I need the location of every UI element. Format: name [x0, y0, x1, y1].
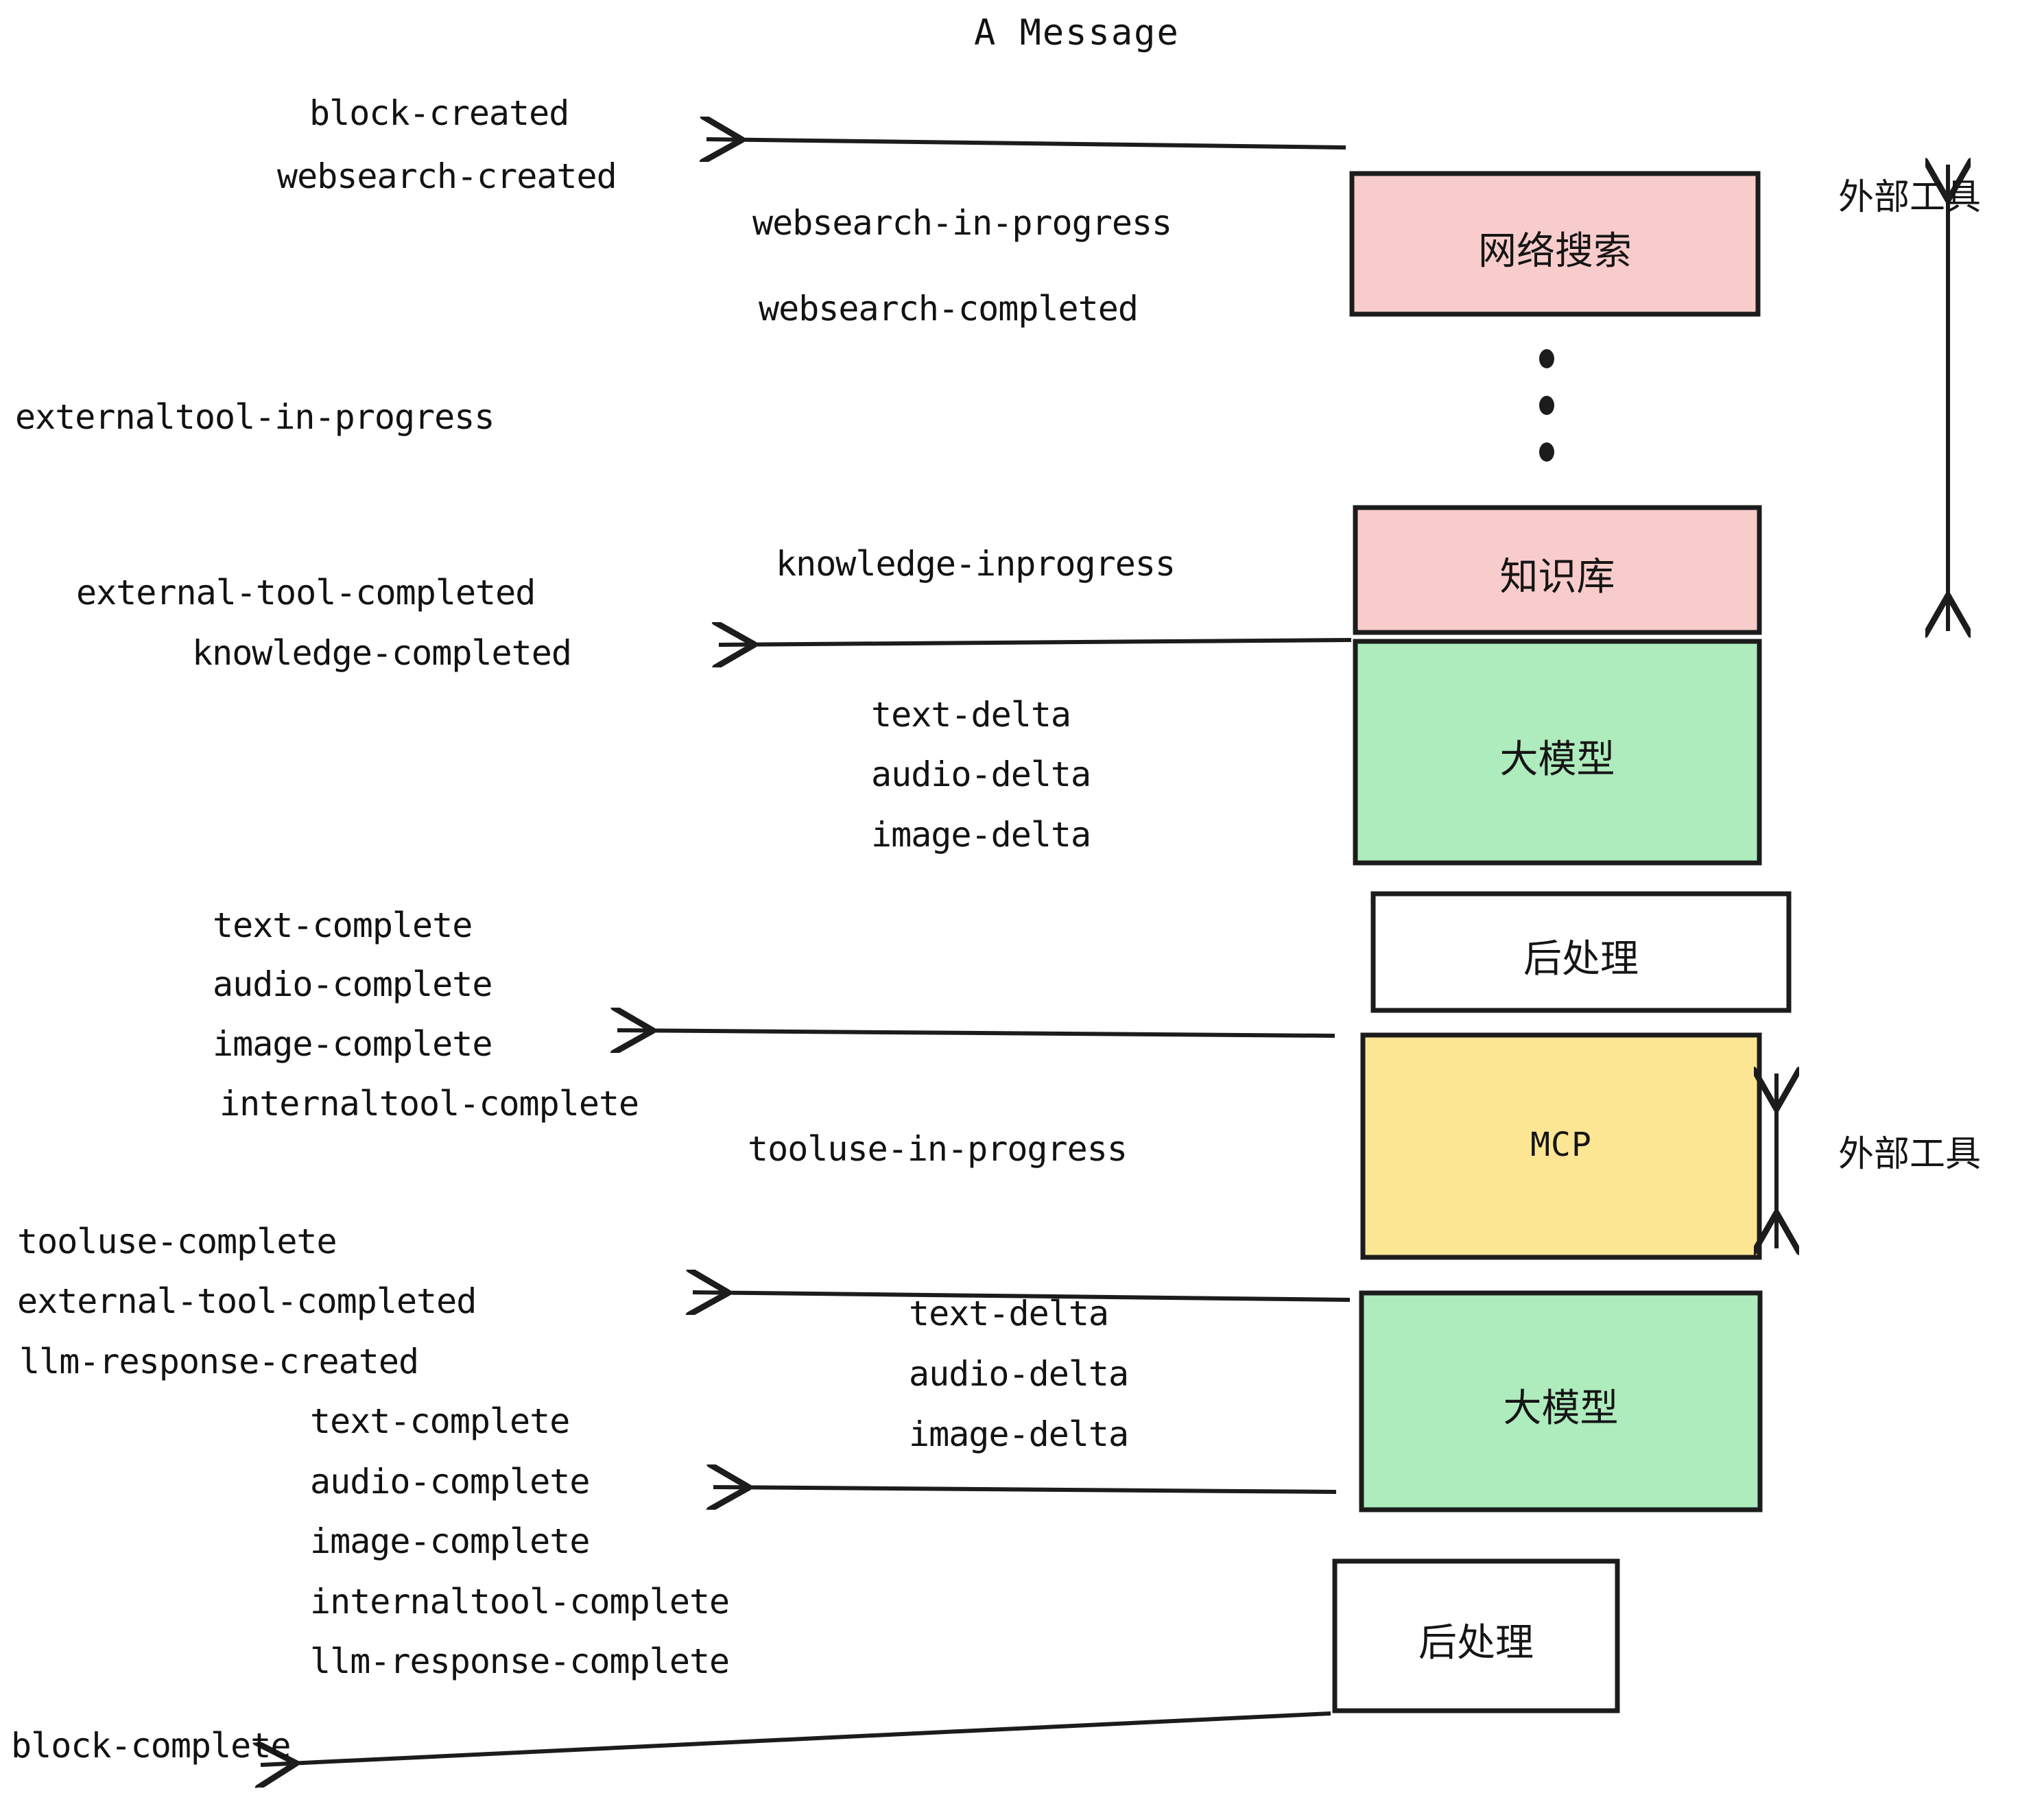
event-label-text-delta-2: text-delta	[909, 1294, 1109, 1333]
node-label-postprocess-bot: 后处理	[1418, 1621, 1534, 1666]
ellipsis-dot-3	[1539, 442, 1554, 462]
page-title: A Message	[974, 12, 1180, 54]
event-label-externaltool-in-progress: externaltool-in-progress	[15, 397, 495, 437]
event-label-internaltool-complete-1: internaltool-complete	[219, 1084, 639, 1124]
node-label-knowledgebase: 知识库	[1499, 555, 1615, 600]
event-label-image-delta-1: image-delta	[871, 815, 1091, 855]
arrow-audio-complete	[713, 1487, 1337, 1492]
node-box-llm-top	[1353, 639, 1762, 866]
node-box-mcp	[1360, 1032, 1762, 1260]
node-label-postprocess-top: 后处理	[1523, 937, 1639, 982]
boxes-layer	[1332, 171, 1792, 1713]
event-label-image-delta-2: image-delta	[909, 1414, 1129, 1454]
side-label-external-tools-bottom: 外部工具	[1838, 1134, 1982, 1175]
event-label-websearch-created: websearch-created	[277, 156, 617, 196]
node-label-llm-top: 大模型	[1499, 737, 1615, 782]
arrows-layer	[261, 139, 1352, 1765]
event-label-knowledge-inprogress: knowledge-inprogress	[776, 544, 1176, 584]
arrow-block-complete	[261, 1711, 1331, 1765]
node-box-postprocess-bot	[1332, 1558, 1620, 1713]
event-label-llm-response-complete: llm-response-complete	[310, 1641, 730, 1681]
bracket-arrows-layer	[1776, 165, 1948, 1248]
event-label-websearch-completed: websearch-completed	[759, 289, 1139, 329]
event-label-image-complete-2: image-complete	[310, 1521, 590, 1561]
event-label-audio-delta-1: audio-delta	[871, 755, 1091, 794]
event-label-text-complete-2: text-complete	[310, 1401, 570, 1441]
node-label-websearch: 网络搜索	[1478, 228, 1632, 274]
arrow-image-complete	[617, 1030, 1335, 1036]
node-box-llm-bottom	[1359, 1290, 1763, 1512]
node-box-websearch	[1349, 171, 1761, 317]
event-label-audio-delta-2: audio-delta	[909, 1354, 1129, 1394]
node-box-postprocess-top	[1370, 891, 1792, 1013]
event-label-knowledge-completed: knowledge-completed	[192, 633, 572, 673]
event-label-tooluse-complete: tooluse-complete	[17, 1222, 337, 1261]
ellipsis-dots	[1539, 349, 1554, 462]
event-label-image-complete-1: image-complete	[213, 1024, 492, 1064]
arrow-knowledge	[719, 640, 1352, 645]
event-label-audio-complete-1: audio-complete	[213, 964, 492, 1004]
event-label-block-complete: block-complete	[11, 1726, 291, 1766]
event-label-text-complete-1: text-complete	[213, 905, 473, 945]
event-label-tooluse-in-progress: tooluse-in-progress	[748, 1129, 1128, 1169]
side-label-external-tools-top: 外部工具	[1838, 177, 1982, 218]
event-label-external-tool-completed-2: external-tool-completed	[17, 1281, 477, 1321]
node-label-llm-bottom: 大模型	[1503, 1386, 1619, 1432]
event-label-audio-complete-2: audio-complete	[310, 1462, 590, 1502]
node-label-mcp: MCP	[1530, 1126, 1592, 1165]
event-label-block-created: block-created	[309, 93, 569, 133]
ellipsis-dot-1	[1539, 349, 1554, 368]
event-label-llm-response-created: llm-response-created	[19, 1342, 419, 1381]
arrow-block-created	[706, 139, 1346, 147]
ellipsis-dot-2	[1539, 396, 1554, 415]
event-label-internaltool-complete-2: internaltool-complete	[310, 1582, 730, 1622]
arrow-tooluse-complete	[693, 1292, 1351, 1300]
event-label-text-delta-1: text-delta	[871, 695, 1071, 735]
event-label-external-tool-completed-1: external-tool-completed	[76, 573, 536, 613]
node-box-knowledgebase	[1353, 505, 1762, 635]
event-label-websearch-in-progress: websearch-in-progress	[752, 203, 1172, 243]
